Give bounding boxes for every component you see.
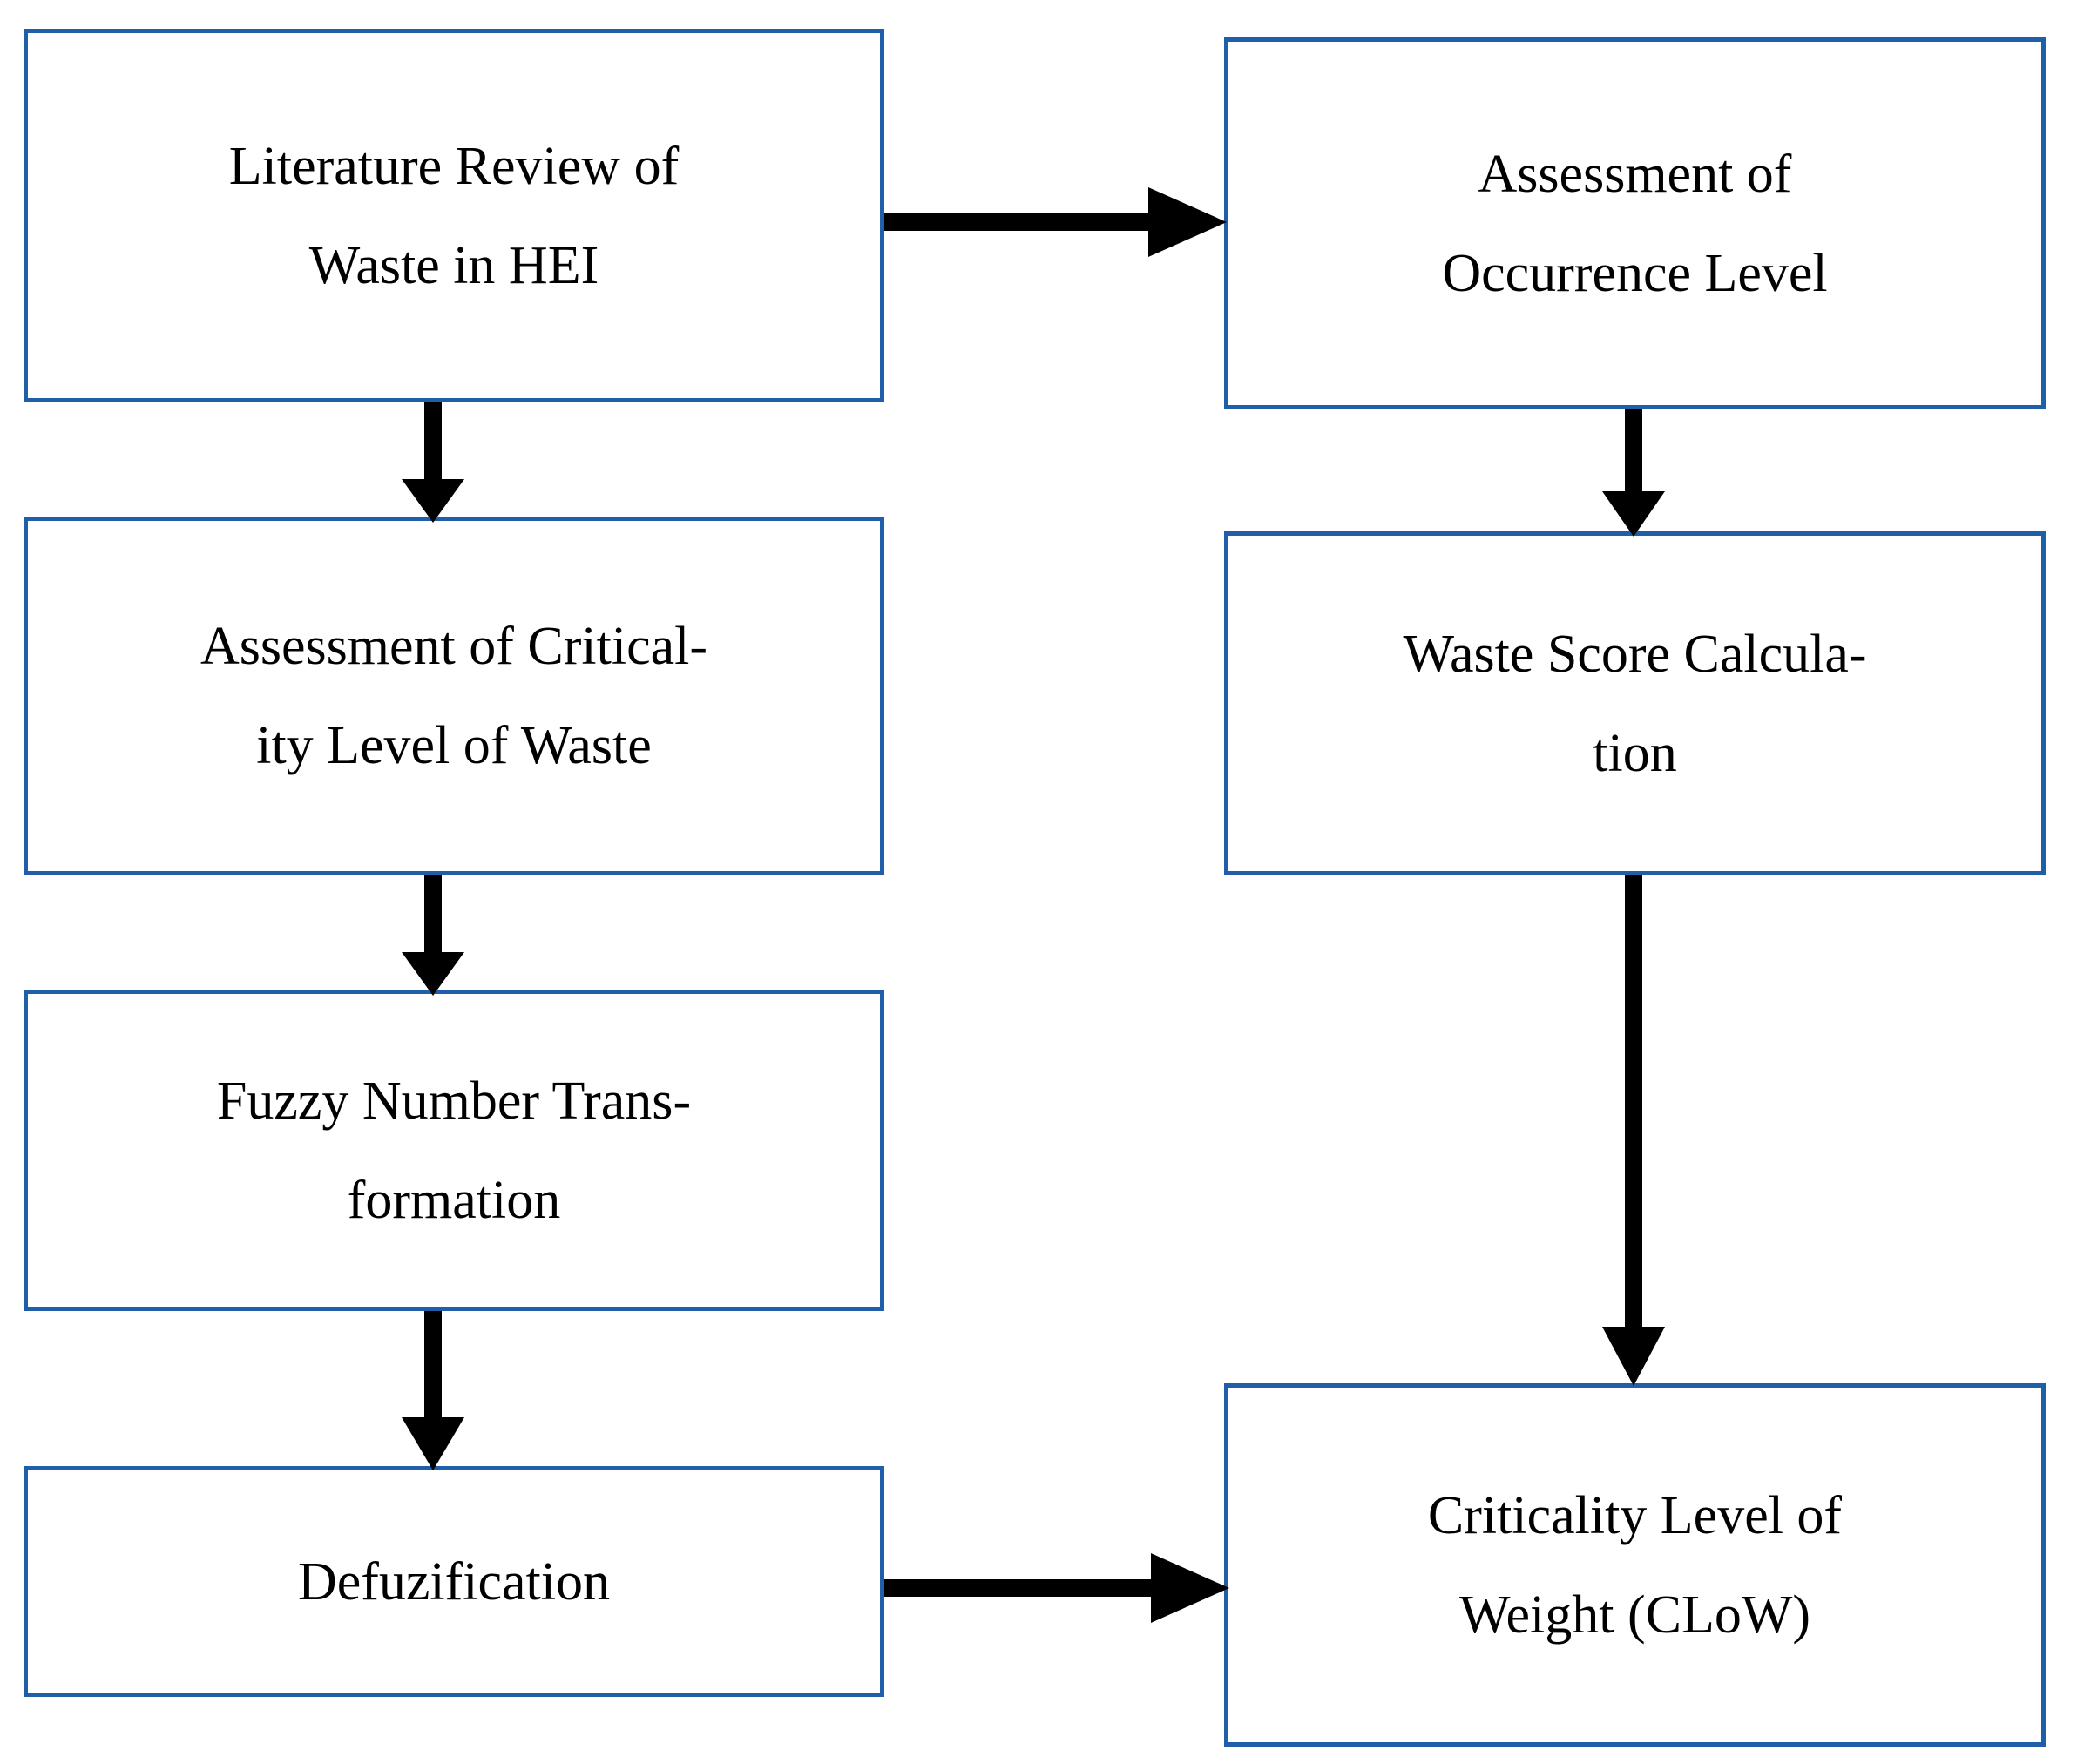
node-literature-review-line-2: Waste in HEI bbox=[308, 235, 599, 295]
node-literature-review[interactable]: Literature Review of Waste in HEI bbox=[24, 29, 884, 402]
node-fuzzy-number-transformation-line-2: formation bbox=[347, 1170, 561, 1230]
node-criticality-level-of-weight-line-2: Weight (CLoW) bbox=[1458, 1585, 1811, 1645]
arrow-criticality-to-fuzzy bbox=[389, 875, 477, 997]
node-assessment-occurrence[interactable]: Assessment of Occurrence Level bbox=[1224, 37, 2046, 409]
node-assessment-criticality-line-2: ity Level of Waste bbox=[256, 716, 652, 775]
node-waste-score-calculation[interactable]: Waste Score Calcula- tion bbox=[1224, 531, 2046, 875]
arrow-lit-to-criticality bbox=[389, 402, 477, 524]
node-criticality-level-of-weight[interactable]: Criticality Level of Weight (CLoW) bbox=[1224, 1383, 2046, 1747]
node-fuzzy-number-transformation-line-1: Fuzzy Number Trans- bbox=[216, 1071, 692, 1131]
node-waste-score-calculation-line-1: Waste Score Calcula- bbox=[1403, 624, 1867, 684]
node-assessment-occurrence-line-1: Assessment of bbox=[1478, 144, 1792, 204]
node-waste-score-calculation-line-2: tion bbox=[1593, 723, 1677, 783]
arrow-occurrence-to-score bbox=[1590, 409, 1677, 538]
arrow-score-to-clow bbox=[1590, 875, 1677, 1389]
node-assessment-criticality-line-1: Assessment of Critical- bbox=[200, 617, 707, 676]
node-criticality-level-of-weight-line-1: Criticality Level of bbox=[1427, 1485, 1843, 1545]
arrow-fuzzy-to-defuzification bbox=[389, 1311, 477, 1472]
node-defuzification[interactable]: Defuzification bbox=[24, 1466, 884, 1697]
arrow-lit-to-occurrence bbox=[884, 179, 1228, 266]
node-assessment-criticality[interactable]: Assessment of Critical- ity Level of Was… bbox=[24, 517, 884, 875]
node-defuzification-line-1: Defuzification bbox=[297, 1551, 611, 1612]
node-assessment-occurrence-line-2: Occurrence Level bbox=[1442, 243, 1828, 303]
node-literature-review-line-1: Literature Review of bbox=[228, 136, 680, 196]
arrow-defuzification-to-clow bbox=[884, 1544, 1231, 1632]
node-fuzzy-number-transformation[interactable]: Fuzzy Number Trans- formation bbox=[24, 990, 884, 1311]
